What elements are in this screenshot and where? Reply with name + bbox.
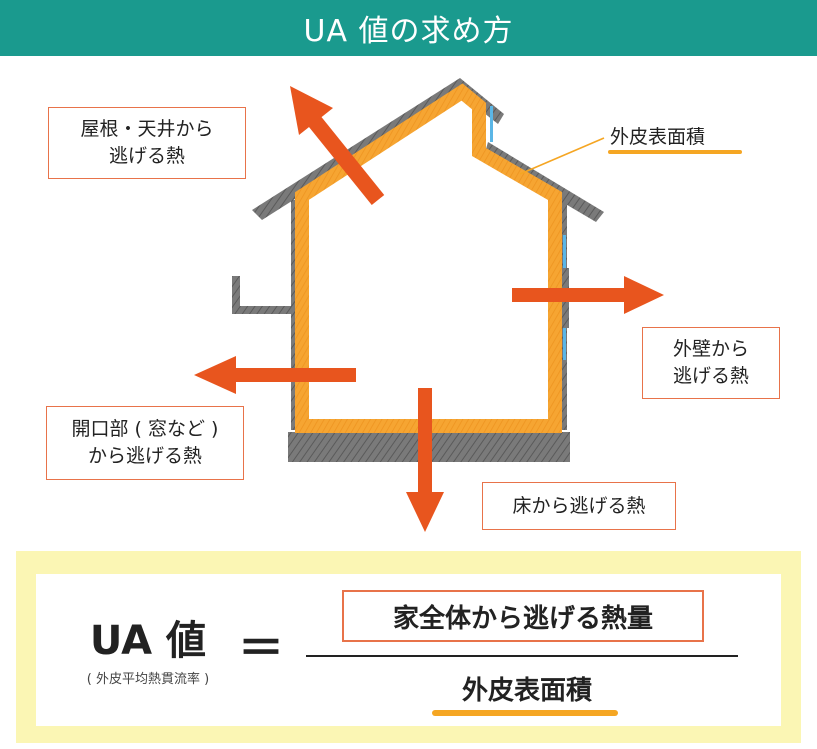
floor-heat-label: 床から逃げる熱 (512, 494, 646, 517)
wall-heat-label-box: 外壁から 逃げる熱 (642, 327, 780, 399)
numerator-text: 家全体から逃げる熱量 (392, 603, 653, 634)
formula-inner (36, 574, 781, 726)
title-bar: UA 値の求め方 (0, 0, 817, 56)
wall-heat-arrow (512, 276, 664, 314)
roof-heat-label-line2: 逃げる熱 (108, 145, 185, 167)
fraction-line (306, 655, 738, 657)
denominator-underline (432, 710, 618, 716)
outer-skin (295, 83, 562, 433)
opening-heat-label-box: 開口部 ( 窓など ) から逃げる熱 (46, 406, 244, 480)
window-right-upper (563, 235, 566, 268)
floor-heat-label-box: 床から逃げる熱 (482, 482, 676, 530)
opening-heat-arrow (194, 356, 356, 394)
eave-vertical (232, 276, 240, 314)
opening-heat-label-line1: 開口部 ( 窓など ) (71, 418, 219, 440)
equals-sign: ＝ (238, 621, 284, 675)
window-right-lower (563, 328, 566, 360)
skin-area-underline (608, 150, 742, 154)
denominator-text: 外皮表面積 (461, 676, 592, 706)
numerator-box: 家全体から逃げる熱量 (342, 590, 704, 642)
ua-value-title: UA 値 (89, 618, 207, 664)
wall-heat-label-line2: 逃げる熱 (672, 365, 749, 387)
roof-heat-arrow (290, 86, 385, 206)
wall-heat-label-line1: 外壁から (672, 338, 749, 360)
ua-value-subtitle: ( 外皮平均熱貫流率 ) (86, 672, 210, 687)
window-roof (490, 106, 493, 142)
eave-horizontal (232, 306, 298, 314)
opening-heat-label-line2: から逃げる熱 (87, 445, 202, 467)
skin-leader-line (519, 137, 605, 175)
floor-heat-arrow (406, 388, 444, 532)
roof-heat-label-line1: 屋根・天井から (80, 118, 214, 140)
page-title: UA 値の求め方 (303, 14, 514, 49)
house-diagram (194, 78, 664, 532)
skin-area-label: 外皮表面積 (610, 126, 706, 148)
roof-heat-label-box: 屋根・天井から 逃げる熱 (48, 107, 246, 179)
